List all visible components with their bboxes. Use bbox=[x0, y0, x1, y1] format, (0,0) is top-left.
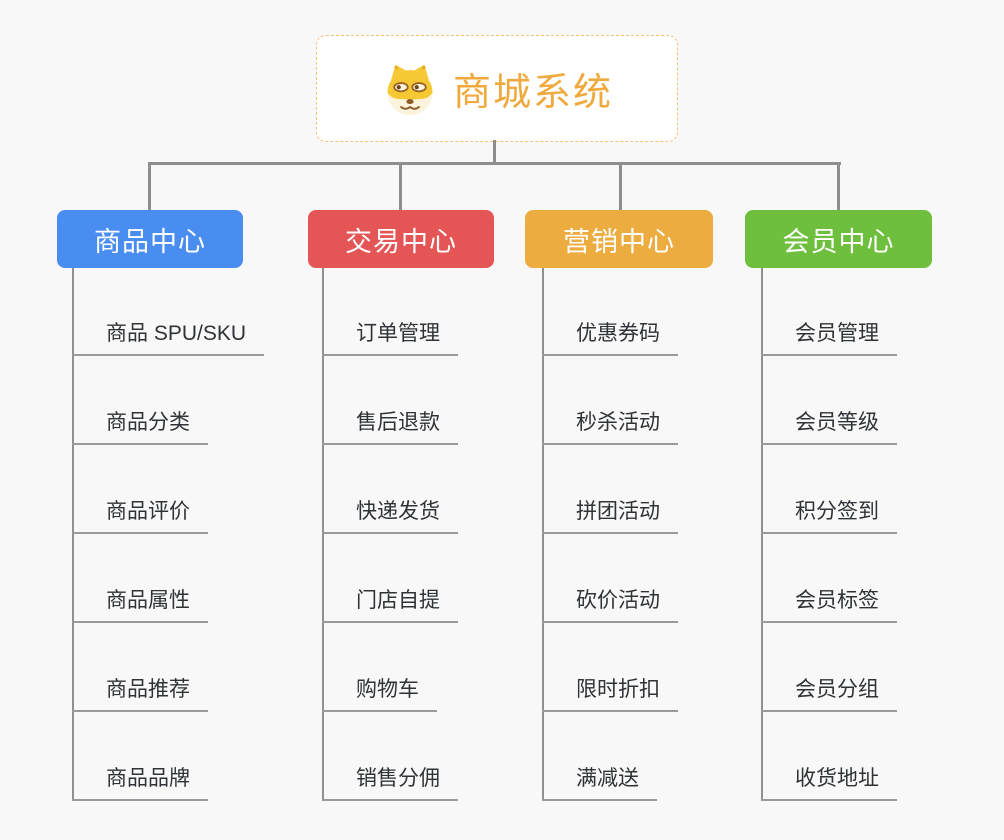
branch-node-marketing-center[interactable]: 营销中心 bbox=[525, 210, 713, 268]
leaf-node[interactable]: 门店自提 bbox=[322, 587, 458, 623]
connector-drop-member bbox=[837, 162, 840, 210]
branch-node-product-center[interactable]: 商品中心 bbox=[57, 210, 243, 268]
leaf-node[interactable]: 商品评价 bbox=[72, 498, 208, 534]
leaf-node[interactable]: 商品属性 bbox=[72, 587, 208, 623]
leaf-node[interactable]: 购物车 bbox=[322, 676, 437, 712]
connector-drop-marketing bbox=[619, 162, 622, 210]
doge-face-icon bbox=[387, 64, 433, 115]
leaf-node[interactable]: 商品推荐 bbox=[72, 676, 208, 712]
leaf-node[interactable]: 快递发货 bbox=[322, 498, 458, 534]
leaf-node[interactable]: 商品 SPU/SKU bbox=[72, 320, 265, 356]
leaf-node[interactable]: 会员标签 bbox=[761, 587, 897, 623]
leaf-node[interactable]: 秒杀活动 bbox=[542, 409, 678, 445]
leaf-node[interactable]: 商品分类 bbox=[72, 409, 208, 445]
leaf-node[interactable]: 限时折扣 bbox=[542, 676, 678, 712]
leaf-node[interactable]: 优惠券码 bbox=[542, 320, 678, 356]
leaf-node[interactable]: 会员分组 bbox=[761, 676, 897, 712]
leaf-node[interactable]: 销售分佣 bbox=[322, 765, 458, 801]
leaf-node[interactable]: 订单管理 bbox=[322, 320, 458, 356]
leaf-node[interactable]: 积分签到 bbox=[761, 498, 897, 534]
branch-node-member-center[interactable]: 会员中心 bbox=[745, 210, 932, 268]
branch-node-trade-center[interactable]: 交易中心 bbox=[308, 210, 494, 268]
leaf-node[interactable]: 拼团活动 bbox=[542, 498, 678, 534]
connector-root-drop bbox=[493, 140, 496, 163]
root-node-mall-system[interactable]: 商城系统 bbox=[316, 35, 678, 142]
leaf-node[interactable]: 售后退款 bbox=[322, 409, 458, 445]
connector-horizontal-line bbox=[148, 162, 841, 165]
root-title: 商城系统 bbox=[452, 72, 613, 114]
leaf-node[interactable]: 砍价活动 bbox=[542, 587, 678, 623]
leaf-node[interactable]: 会员管理 bbox=[761, 320, 897, 356]
connector-drop-trade bbox=[399, 162, 402, 210]
leaf-node[interactable]: 会员等级 bbox=[761, 409, 897, 445]
connector-drop-product bbox=[148, 162, 151, 210]
leaf-node[interactable]: 商品品牌 bbox=[72, 765, 208, 801]
leaf-node[interactable]: 满减送 bbox=[542, 765, 657, 801]
leaf-node[interactable]: 收货地址 bbox=[761, 765, 897, 801]
